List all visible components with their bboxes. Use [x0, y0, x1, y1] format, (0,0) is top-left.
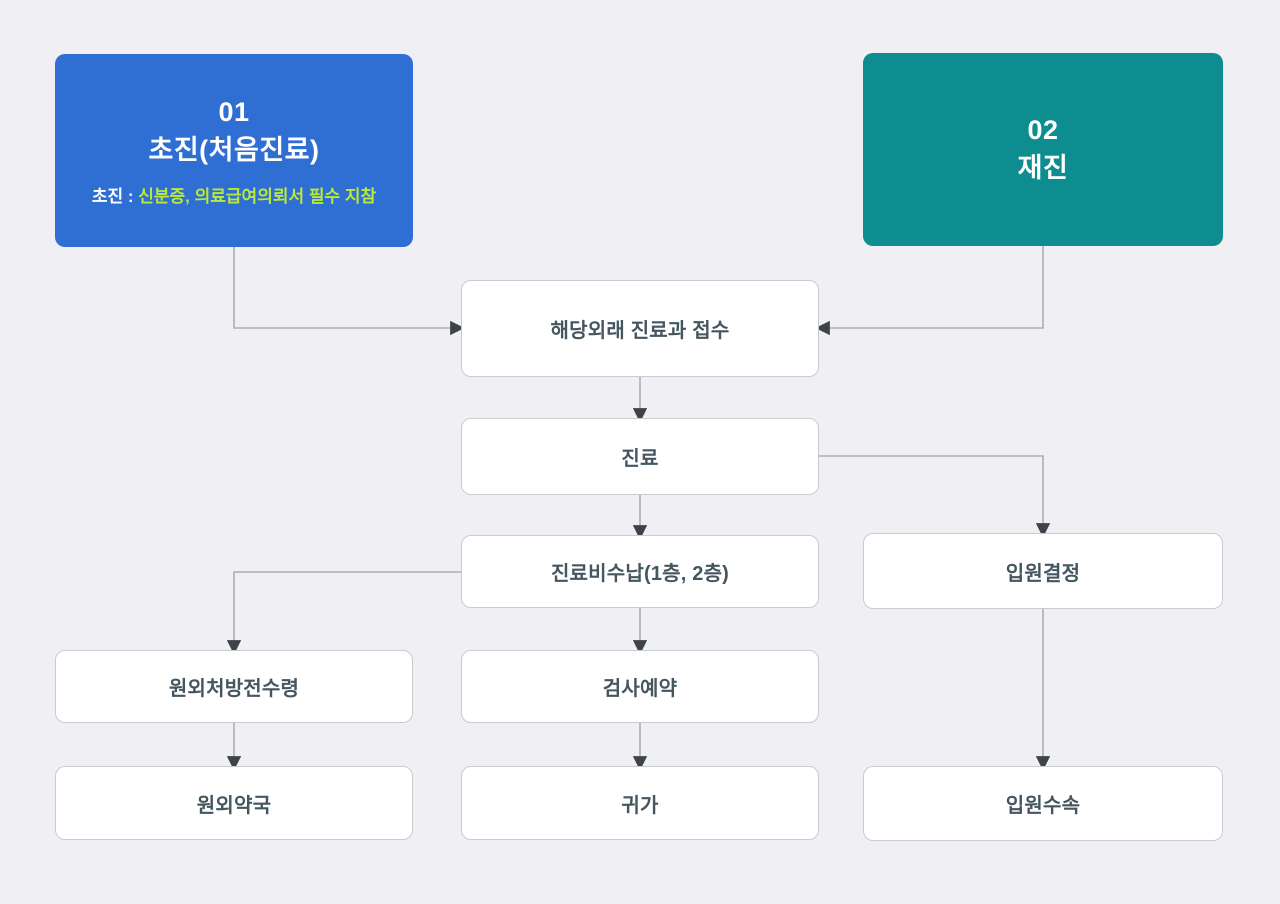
node-payment: 진료비수납(1층, 2층) [461, 535, 819, 608]
node-external-prescription: 원외처방전수령 [55, 650, 413, 723]
external-pharmacy-label: 원외약국 [196, 794, 272, 817]
first-visit-title: 초진(처음진료) [148, 134, 320, 165]
payment-label: 진료비수납(1층, 2층) [550, 563, 730, 585]
admission-decision-label: 입원결정 [1005, 562, 1081, 585]
external-prescription-label: 원외처방전수령 [168, 678, 300, 700]
node-go-home: 귀가 [461, 766, 819, 840]
first-visit-note-highlight: 신분증, 의료급여의뢰서 필수 지참 [138, 186, 377, 206]
first-visit-number: 01 [218, 97, 250, 127]
first-visit-note-label: 초진 : [91, 186, 139, 206]
node-external-pharmacy: 원외약국 [55, 766, 413, 840]
node-reception: 해당외래 진료과 접수 [461, 280, 819, 377]
reception-label: 해당외래 진료과 접수 [550, 320, 730, 342]
node-test-reservation: 검사예약 [461, 650, 819, 723]
revisit-title: 재진 [1017, 152, 1069, 183]
connector-treatment-to-admission-decision [819, 455, 1051, 538]
first-visit-note: 초진 : 신분증, 의료급여의뢰서 필수 지참 [92, 187, 376, 207]
node-admission-procedure: 입원수속 [863, 766, 1223, 841]
node-treatment: 진료 [461, 418, 819, 495]
admission-procedure-label: 입원수속 [1005, 795, 1081, 817]
go-home-label: 귀가 [621, 794, 659, 817]
revisit-number: 02 [1027, 114, 1059, 145]
treatment-label: 진료 [621, 448, 659, 470]
node-revisit: 02 재진 [863, 53, 1223, 246]
connector-first-visit-to-reception [233, 247, 465, 336]
connector-revisit-to-reception [815, 246, 1044, 336]
test-reservation-label: 검사예약 [602, 678, 678, 700]
node-admission-decision: 입원결정 [863, 533, 1223, 609]
connector-payment-to-external-prescription [226, 571, 461, 655]
node-first-visit: 01 초진(처음진료) 초진 : 신분증, 의료급여의뢰서 필수 지참 [55, 54, 413, 247]
